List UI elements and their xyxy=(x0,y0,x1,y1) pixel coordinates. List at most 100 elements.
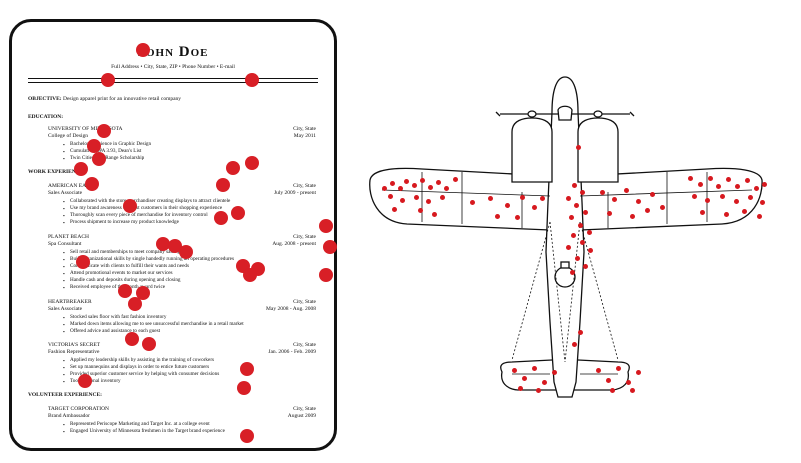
red-dot xyxy=(576,145,581,150)
red-dot xyxy=(118,284,132,298)
red-dot xyxy=(128,297,142,311)
education-school: UNIVERSITY OF MINNESOTA xyxy=(48,126,123,132)
job-bullet: Set up mannequins and displays in order … xyxy=(63,364,209,370)
job-bullet: Provided superior customer service by he… xyxy=(63,371,219,377)
red-dot xyxy=(398,186,403,191)
red-dot xyxy=(566,196,571,201)
objective-text: Design apparel print for an innovative r… xyxy=(63,96,182,102)
red-dot xyxy=(240,429,254,443)
red-dot xyxy=(179,245,193,259)
red-dot xyxy=(645,208,650,213)
red-dot xyxy=(436,180,441,185)
red-dot xyxy=(748,195,753,200)
red-dot xyxy=(453,177,458,182)
red-dot xyxy=(245,73,259,87)
education-bullet: Twin Cities Iron Range Scholarship xyxy=(63,155,144,161)
volunteer-employer: TARGET CORPORATION xyxy=(48,406,110,412)
red-dot xyxy=(512,368,517,373)
red-dot xyxy=(323,240,337,254)
red-dot xyxy=(428,185,433,190)
red-dot xyxy=(612,197,617,202)
red-dot xyxy=(735,184,740,189)
red-dot xyxy=(580,190,585,195)
red-dot xyxy=(650,192,655,197)
job-bullet: Received employee of the month award twi… xyxy=(63,284,165,290)
red-dot xyxy=(125,332,139,346)
red-dot xyxy=(578,330,583,335)
education-heading: EDUCATION: xyxy=(28,114,64,120)
red-dot xyxy=(214,211,228,225)
red-dot xyxy=(626,380,631,385)
volunteer-bullet: Engaged University of Minnesota freshmen… xyxy=(63,428,225,434)
red-dot xyxy=(606,378,611,383)
red-dot xyxy=(444,186,449,191)
red-dot xyxy=(319,219,333,233)
red-dot xyxy=(78,374,92,388)
red-dot xyxy=(616,366,621,371)
red-dot xyxy=(575,256,580,261)
red-dot xyxy=(716,184,721,189)
red-dot xyxy=(636,199,641,204)
volunteer-date: August 2009 xyxy=(287,413,316,419)
red-dot xyxy=(700,210,705,215)
job-date: July 2009 - present xyxy=(273,190,316,196)
job-bullet: Use my brand awareness to assist custome… xyxy=(63,205,222,211)
work-heading: WORK EXPERIENCE: xyxy=(28,169,86,175)
job-bullet: Thoroughly scan every piece of merchandi… xyxy=(63,212,208,218)
red-dot xyxy=(569,215,574,220)
red-dot xyxy=(536,388,541,393)
red-dot xyxy=(572,183,577,188)
red-dot xyxy=(724,212,729,217)
job-location: City, State xyxy=(293,299,316,305)
volunteer-title: Brand Ambassador xyxy=(48,413,91,419)
red-dot xyxy=(760,200,765,205)
job-employer: HEARTBREAKER xyxy=(48,299,92,305)
red-dot xyxy=(574,203,579,208)
objective-line: OBJECTIVE: Design apparel print for an i… xyxy=(28,96,181,102)
red-dot xyxy=(720,194,725,199)
red-dot xyxy=(226,161,240,175)
resume-name: John Doe xyxy=(137,44,209,60)
job-title: Sales Associate xyxy=(48,306,83,312)
red-dot xyxy=(583,264,588,269)
red-dot xyxy=(692,194,697,199)
red-dot xyxy=(420,178,425,183)
red-dot xyxy=(243,268,257,282)
red-dot xyxy=(757,214,762,219)
red-dot xyxy=(440,195,445,200)
job-location: City, State xyxy=(293,234,316,240)
red-dot xyxy=(542,380,547,385)
job-date: May 2008 - Aug. 2008 xyxy=(266,306,316,312)
red-dot xyxy=(578,223,583,228)
red-dot xyxy=(76,255,90,269)
job-bullet: Process shipment to increase my product … xyxy=(63,219,179,225)
red-dot xyxy=(404,179,409,184)
red-dot xyxy=(136,43,150,57)
red-dot xyxy=(583,210,588,215)
job-bullet: Attend promotional events to market our … xyxy=(63,270,173,276)
job-bullet: Communicate with clients to fulfill thei… xyxy=(63,263,189,269)
red-dot xyxy=(418,208,423,213)
red-dot xyxy=(762,182,767,187)
resume-document: John Doe Full Address • City, State, ZIP… xyxy=(9,19,337,451)
divider xyxy=(28,82,318,83)
red-dot xyxy=(708,176,713,181)
red-dot xyxy=(390,181,395,186)
education-bullet: Cumulative GPA 3.93, Dean's List xyxy=(63,148,141,154)
job-title: Spa Consultant xyxy=(48,241,82,247)
red-dot xyxy=(74,162,88,176)
red-dot xyxy=(156,237,170,251)
job-bullet: Took seasonal inventory xyxy=(63,378,121,384)
red-dot xyxy=(85,177,99,191)
red-dot xyxy=(742,209,747,214)
job-bullet: Sell retail and memberships to meet comp… xyxy=(63,249,188,255)
red-dot xyxy=(571,233,576,238)
red-dot xyxy=(231,206,245,220)
job-bullet: Collaborated with the store merchandiser… xyxy=(63,198,230,204)
red-dot xyxy=(245,156,259,170)
red-dot xyxy=(552,370,557,375)
red-dot xyxy=(382,186,387,191)
red-dot xyxy=(426,199,431,204)
red-dot xyxy=(216,178,230,192)
job-date: Aug. 2008 - present xyxy=(272,241,316,247)
